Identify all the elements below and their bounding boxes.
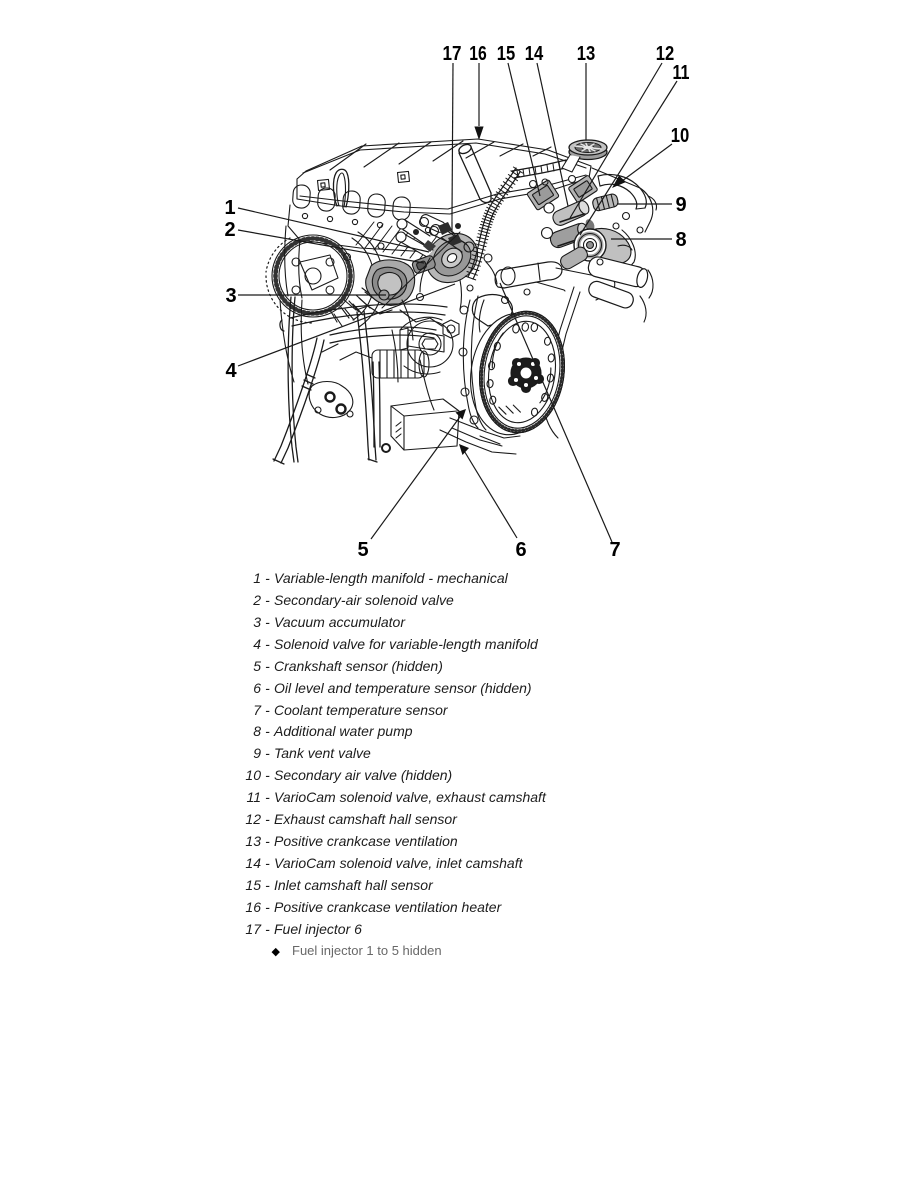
svg-text:14: 14 — [525, 43, 544, 65]
svg-text:1: 1 — [224, 197, 235, 219]
svg-text:2: 2 — [224, 219, 235, 241]
svg-text:13: 13 — [577, 43, 596, 65]
svg-text:17: 17 — [443, 43, 462, 65]
svg-text:6: 6 — [515, 539, 526, 561]
svg-text:9: 9 — [675, 194, 686, 216]
svg-text:4: 4 — [225, 360, 237, 382]
svg-text:3: 3 — [225, 285, 236, 307]
svg-text:11: 11 — [673, 62, 690, 84]
svg-text:10: 10 — [671, 125, 690, 147]
svg-text:15: 15 — [497, 43, 516, 65]
svg-text:7: 7 — [609, 539, 620, 561]
svg-text:12: 12 — [656, 43, 675, 65]
svg-text:16: 16 — [469, 43, 487, 65]
svg-text:5: 5 — [357, 539, 368, 561]
svg-text:8: 8 — [675, 229, 686, 251]
